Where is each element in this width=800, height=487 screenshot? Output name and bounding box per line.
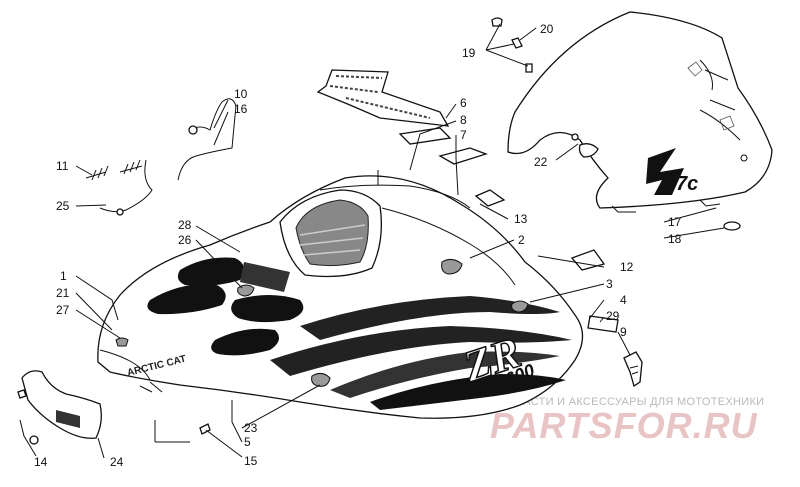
callout-19: 19 <box>462 46 476 60</box>
callout-labels: 1 2 3 4 5 6 7 8 9 10 11 12 13 14 15 16 1… <box>34 22 682 469</box>
small-decals <box>398 127 619 333</box>
callout-24: 24 <box>110 455 124 469</box>
callout-11: 11 <box>56 159 69 173</box>
callout-3: 3 <box>606 277 613 291</box>
callout-4: 4 <box>620 293 627 307</box>
callout-2: 2 <box>518 233 525 247</box>
callout-15: 15 <box>244 454 258 468</box>
leader-lines <box>19 23 725 459</box>
callout-10: 10 <box>234 87 248 101</box>
callout-14: 14 <box>34 455 48 469</box>
callout-6: 6 <box>460 96 467 110</box>
small-hardware <box>199 221 741 435</box>
bumper-bracket <box>17 370 102 445</box>
callout-27: 27 <box>56 303 70 317</box>
side-clip <box>623 351 643 388</box>
callout-18: 18 <box>668 232 682 246</box>
callout-23: 23 <box>244 421 258 435</box>
callout-29: 29 <box>606 309 620 323</box>
vent-grille <box>316 69 450 127</box>
callout-21: 21 <box>56 286 70 300</box>
callout-13: 13 <box>514 212 528 226</box>
callout-16: 16 <box>234 102 248 116</box>
callout-25: 25 <box>56 199 70 213</box>
callout-12: 12 <box>620 260 634 274</box>
callout-22: 22 <box>534 155 548 169</box>
callout-20: 20 <box>540 22 554 36</box>
windshield-badge: 7c <box>676 173 698 195</box>
watermark-site: PARTSFOR.RU <box>490 405 758 446</box>
hood: ZR 600 ARCTIC CAT <box>97 175 584 419</box>
callout-1: 1 <box>60 269 67 283</box>
callout-28: 28 <box>178 218 192 232</box>
watermark: ЗАПЧАСТИ И АКСЕССУАРЫ ДЛЯ МОТОТЕХНИКИ PA… <box>490 396 764 446</box>
watermark-tagline: ЗАПЧАСТИ И АКСЕССУАРЫ ДЛЯ МОТОТЕХНИКИ <box>493 396 764 408</box>
callout-26: 26 <box>178 233 192 247</box>
callout-9: 9 <box>620 325 627 339</box>
callout-5: 5 <box>244 435 251 449</box>
windshield: 7c <box>507 11 773 213</box>
callout-7: 7 <box>460 128 467 142</box>
callout-17: 17 <box>668 215 682 229</box>
callout-8: 8 <box>460 113 467 127</box>
cables <box>85 98 237 216</box>
